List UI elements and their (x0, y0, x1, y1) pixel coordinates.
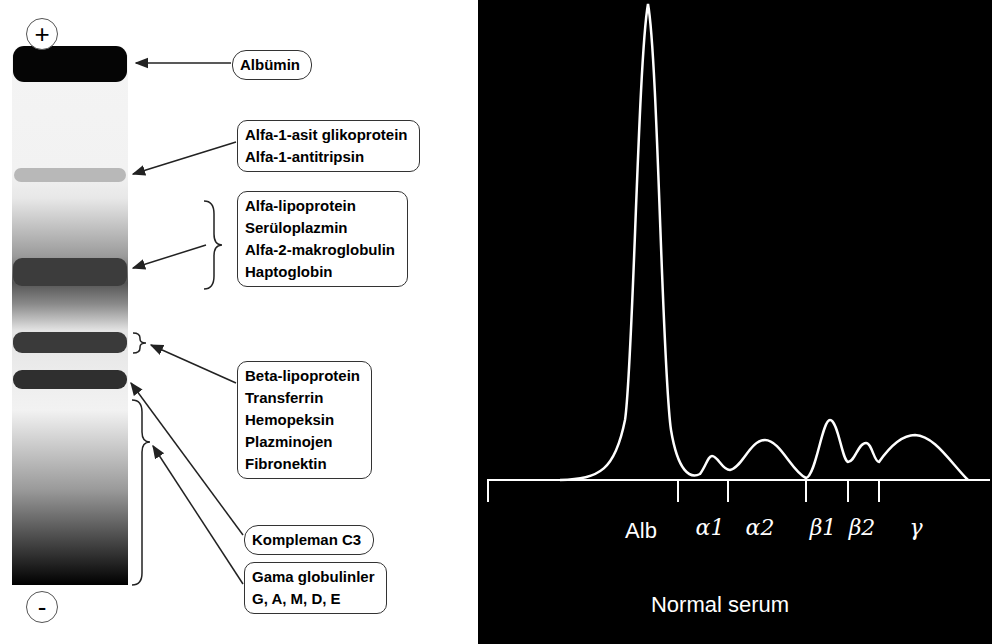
label-text: Hemopeksin (245, 409, 362, 431)
fraction-label: γ (909, 515, 922, 540)
beta-band (13, 332, 127, 353)
label-text: Beta-lipoprotein (245, 365, 362, 387)
axis-ticks (488, 480, 879, 502)
fraction-label: α1 (696, 515, 725, 540)
label-text: Kompleman C3 (252, 529, 364, 551)
label-text: Alfa-2-makroglobulin (245, 239, 398, 261)
label-text: Albümin (240, 54, 302, 76)
leader-arrow (133, 245, 206, 268)
bracket (204, 201, 222, 289)
label-text: Alfa-lipoprotein (245, 195, 398, 217)
bracket (132, 400, 150, 585)
leader-arrow (136, 62, 231, 64)
leader-arrow (153, 446, 243, 584)
fraction-label: β1 (810, 515, 837, 540)
protein-label-box: Alfa-lipoproteinSerüloplazminAlfa-2-makr… (237, 191, 408, 287)
protein-label-box: Beta-lipoproteinTransferrinHemopeksinPla… (237, 361, 372, 479)
leader-arrow (151, 345, 236, 383)
polarity-circle: - (26, 591, 58, 623)
label-text: + (27, 19, 57, 49)
albumin-band (13, 46, 127, 82)
label-text: Alfa-1-antitripsin (245, 146, 410, 168)
protein-label-box: Kompleman C3 (244, 525, 374, 555)
protein-label-box: Albümin (232, 50, 312, 80)
polarity-circle: + (26, 18, 58, 50)
fraction-label: α2 (746, 515, 775, 540)
c3-band (13, 370, 127, 389)
fraction-label: β2 (849, 515, 876, 540)
label-text: Fibronektin (245, 453, 362, 475)
densitometry-curve (560, 4, 968, 480)
chart-caption: Normal serum (651, 592, 789, 618)
protein-label-box: Gama globulinlerG, A, M, D, E (244, 562, 387, 614)
chart-panel (478, 0, 992, 644)
label-text: - (27, 592, 57, 622)
label-text: Alfa-1-asit glikoprotein (245, 124, 410, 146)
leader-arrow (131, 383, 243, 535)
label-text: Serüloplazmin (245, 217, 398, 239)
label-text: Haptoglobin (245, 261, 398, 283)
label-text: Gama globulinler (252, 566, 377, 588)
alpha1-band (14, 168, 126, 182)
bracket (133, 333, 146, 353)
label-text: Transferrin (245, 387, 362, 409)
leader-arrow (133, 142, 236, 174)
protein-label-box: Alfa-1-asit glikoproteinAlfa-1-antitrips… (237, 120, 420, 172)
fraction-label: Alb (625, 518, 657, 544)
alpha2-band (13, 258, 127, 286)
label-text: G, A, M, D, E (252, 588, 377, 610)
label-text: Plazminojen (245, 431, 362, 453)
gel-strip (12, 55, 128, 585)
